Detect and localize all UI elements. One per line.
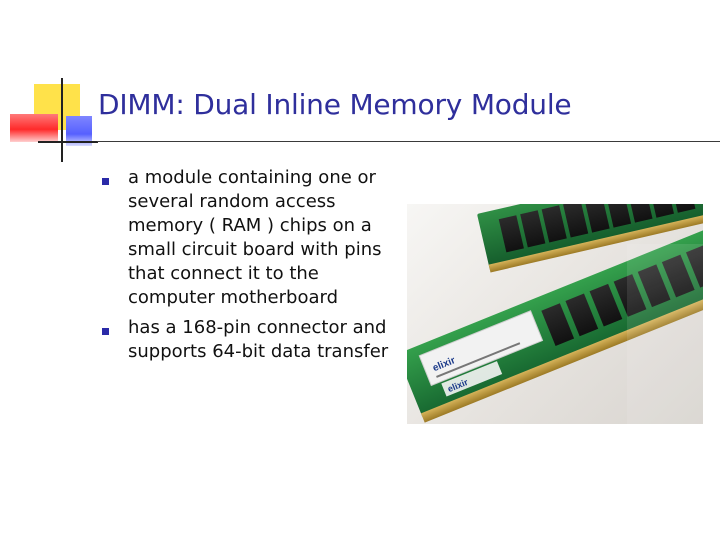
bullet-list: a module containing one or several rando… — [102, 166, 392, 370]
ram-chip — [563, 204, 589, 238]
module-label-sticker — [418, 310, 544, 387]
chip-row-back — [498, 204, 696, 253]
square-bullet-icon — [102, 178, 109, 185]
title-underline — [97, 141, 720, 142]
square-bullet-icon — [102, 328, 109, 335]
slide-title: DIMM: Dual Inline Memory Module — [98, 88, 572, 121]
module-label-sticker-2 — [441, 361, 503, 397]
red-square-decoration — [10, 114, 58, 142]
ram-chip — [584, 204, 610, 233]
ram-chip — [685, 244, 703, 288]
gold-pins-back — [488, 208, 703, 273]
dimm-illustration: elixir elixir — [407, 204, 703, 424]
vertical-rule-decoration — [61, 78, 63, 162]
ram-chip — [565, 293, 599, 337]
ram-chip — [541, 303, 575, 347]
ram-chip — [605, 204, 632, 228]
bullet-item: has a 168-pin connector and supports 64-… — [102, 316, 392, 364]
photo-highlight — [627, 244, 703, 424]
chip-row-front — [541, 244, 703, 347]
ram-chip — [541, 205, 567, 243]
bullet-text: a module containing one or several rando… — [128, 167, 382, 308]
gold-pins-front — [420, 285, 703, 423]
ram-chip — [498, 215, 524, 253]
dimm-photo: elixir elixir — [407, 204, 703, 424]
bullet-text: has a 168-pin connector and supports 64-… — [128, 317, 389, 362]
dimm-module-back — [477, 204, 703, 273]
corner-logo-decoration — [0, 0, 100, 170]
ram-chip — [589, 283, 623, 327]
ram-chip — [627, 204, 653, 223]
ram-chip — [637, 264, 671, 308]
ram-chip — [613, 274, 647, 317]
bullet-item: a module containing one or several rando… — [102, 166, 392, 310]
horizontal-rule-decoration — [38, 141, 98, 143]
ram-chip — [661, 254, 695, 298]
label-barcode-line — [436, 342, 521, 378]
dimm-module-front: elixir elixir — [407, 227, 703, 423]
ram-chip — [520, 210, 546, 248]
ram-chip — [648, 204, 674, 218]
